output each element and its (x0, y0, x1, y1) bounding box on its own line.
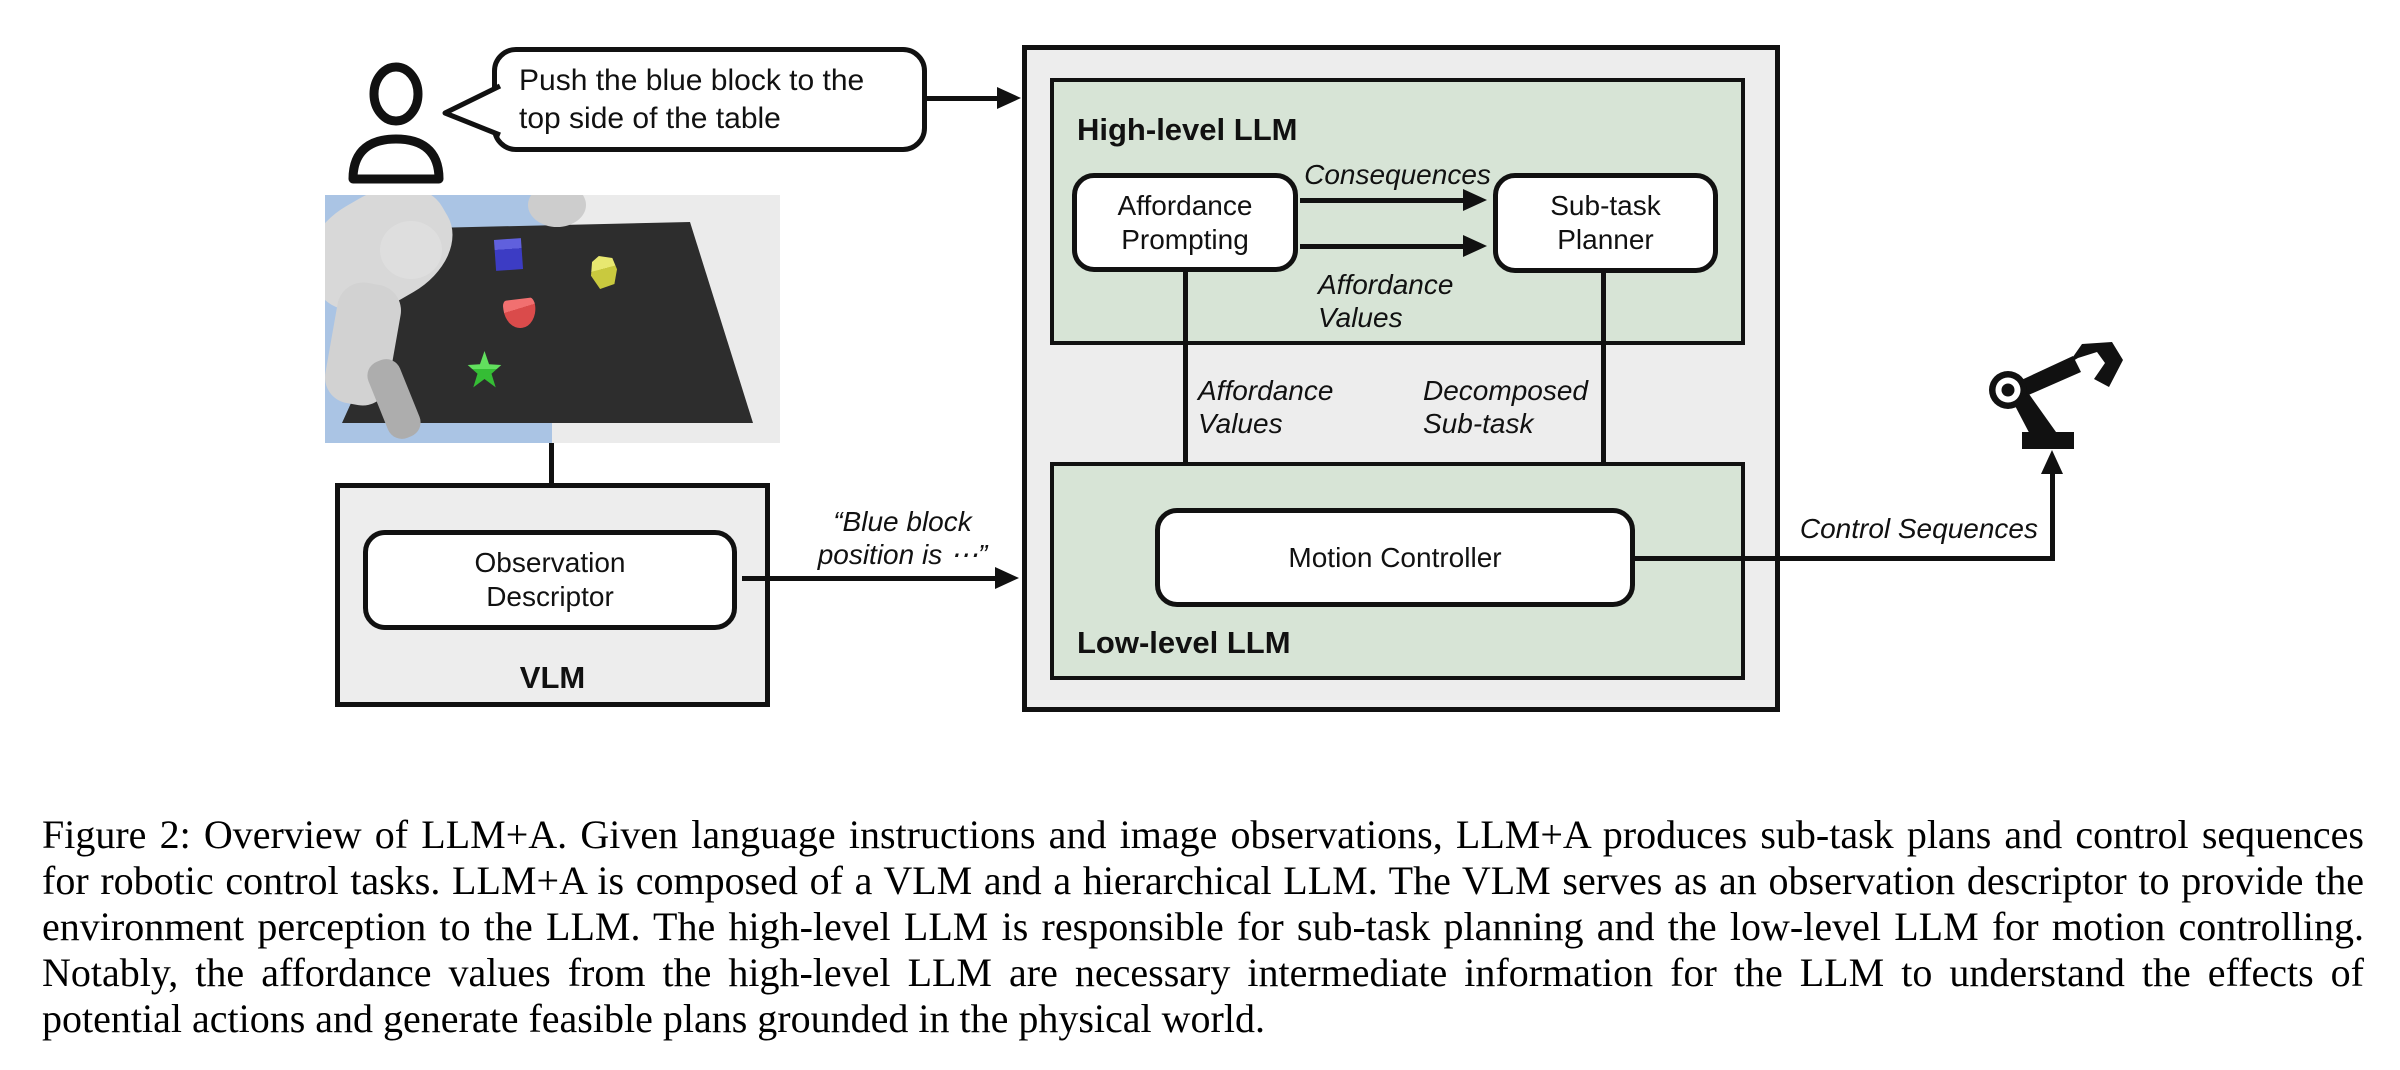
decomposed-subtask-line-1: Decomposed (1423, 375, 1588, 406)
observation-descriptor-box: Observation Descriptor (363, 530, 737, 630)
arrow-control-head (2041, 450, 2063, 474)
affordance-values-label-mid: Affordance Values (1198, 374, 1333, 440)
caption-line-1: Figure 2: Overview of LLM+A. Given langu… (42, 812, 2364, 857)
subtask-planner-line-2: Planner (1557, 224, 1654, 255)
arrow-vlm-out-line (742, 576, 997, 581)
robot-arm-icon (1989, 342, 2123, 449)
arrow-instruction-line (927, 96, 1001, 101)
figure-caption: Figure 2: Overview of LLM+A. Given langu… (42, 812, 2364, 1042)
decomposed-subtask-line-2: Sub-task (1423, 408, 1534, 439)
vlm-output-line-1: “Blue block (833, 506, 972, 537)
arrow-control-hline (1635, 556, 2055, 561)
vlm-output-line-2: position is ⋯” (817, 539, 988, 570)
vlm-output-label: “Blue block position is ⋯” (795, 505, 1010, 571)
arrow-control-vline (2050, 468, 2055, 561)
control-sequences-label: Control Sequences (1799, 513, 2038, 544)
vlm-title: VLM (519, 660, 586, 695)
arrow-affordance-head (1463, 235, 1487, 257)
affordance-values-high-line-2: Values (1318, 302, 1403, 333)
caption-line-5: potential actions and generate feasible … (42, 996, 1265, 1041)
arrow-instruction-head (997, 87, 1021, 109)
decomposed-subtask-label: Decomposed Sub-task (1423, 374, 1588, 440)
arrow-consequences-head (1463, 189, 1487, 211)
scene-image (325, 195, 780, 443)
caption-line-3: environment perception to the LLM. The h… (42, 904, 2364, 949)
arrow-consequences-line (1300, 198, 1467, 203)
high-level-llm-title: High-level LLM (1077, 112, 1298, 147)
robot-arm-shoulder (380, 221, 442, 279)
arrow-vlm-out-head (995, 567, 1019, 589)
speech-bubble-tail (442, 83, 502, 138)
low-level-llm-title: Low-level LLM (1077, 625, 1291, 660)
affordance-prompting-line-2: Prompting (1121, 223, 1249, 255)
robot-joint-top (528, 195, 586, 227)
observation-descriptor-line-1: Observation (474, 547, 626, 578)
affordance-values-high-line-1: Affordance (1318, 269, 1454, 300)
instruction-line-1: Push the blue block to the (519, 64, 865, 97)
arrow-scene-line (549, 443, 554, 507)
motion-controller-box: Motion Controller (1155, 508, 1635, 607)
caption-line-4: Notably, the affordance values from the … (42, 950, 2364, 995)
affordance-prompting-box: Affordance Prompting (1072, 173, 1298, 272)
subtask-planner-box: Sub-task Planner (1493, 173, 1718, 273)
consequences-label: Consequences (1304, 159, 1491, 190)
user-icon (348, 62, 444, 184)
speech-bubble: Push the blue block to the top side of t… (492, 47, 927, 152)
arrow-decomposed-line (1601, 273, 1606, 485)
motion-controller-label: Motion Controller (1288, 541, 1502, 573)
affordance-values-mid-line-2: Values (1198, 408, 1283, 439)
subtask-planner-line-1: Sub-task (1550, 190, 1661, 221)
instruction-line-2: top side of the table (519, 102, 781, 135)
affordance-prompting-line-1: Affordance (1117, 189, 1253, 221)
arrow-affordance-line (1300, 244, 1467, 249)
affordance-values-label-high: Affordance Values (1318, 268, 1453, 334)
blue-cube (493, 238, 524, 271)
observation-descriptor-line-2: Descriptor (486, 581, 614, 612)
affordance-values-mid-line-1: Affordance (1198, 375, 1334, 406)
arrow-affordance-values-line (1183, 270, 1188, 485)
caption-line-2: for robotic control tasks. LLM+A is comp… (42, 858, 2364, 903)
